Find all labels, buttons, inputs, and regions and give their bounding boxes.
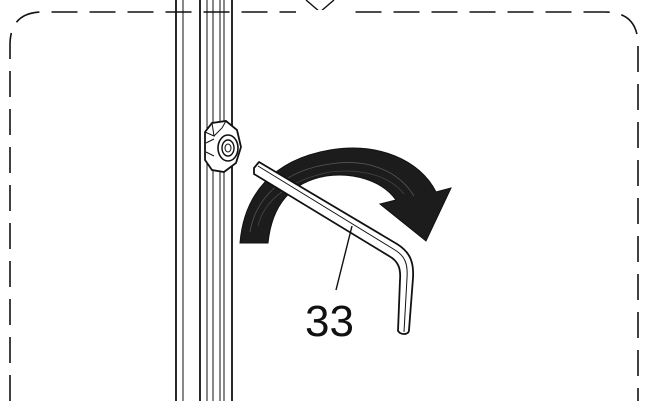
hex-nut-icon (204, 120, 242, 173)
frame-gap (296, 10, 344, 14)
part-number-label: 33 (305, 297, 354, 346)
clockwise-arrow-icon (239, 147, 452, 244)
callout-leader-line (335, 225, 353, 291)
hex-key-icon (253, 161, 415, 335)
vertical-rail (175, 0, 233, 401)
